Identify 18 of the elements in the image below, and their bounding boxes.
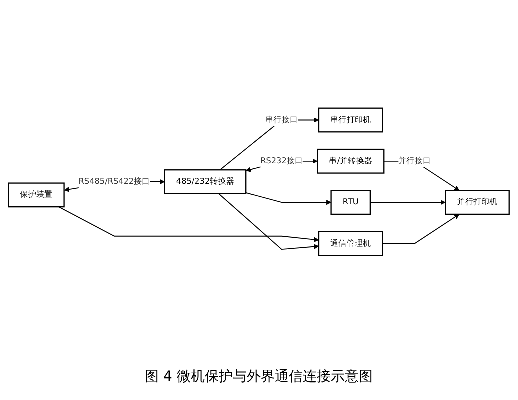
node-box: 并行打印机 — [445, 190, 510, 216]
arrow — [370, 200, 446, 206]
node-box: 通信管理机 — [318, 231, 384, 256]
arrow — [218, 193, 320, 250]
arrow — [382, 214, 460, 244]
arrow — [246, 192, 332, 206]
node-box: 串行打印机 — [318, 108, 384, 133]
node-box: 保护装置 — [8, 182, 65, 208]
edge-label: 串行接口 — [266, 115, 298, 125]
node-box: RTU — [330, 190, 372, 216]
edge-label: 并行接口 — [398, 156, 432, 166]
arrow — [58, 206, 320, 242]
figure-caption: 图 4 微机保护与外界通信连接示意图 — [144, 368, 374, 386]
edge-label: RS485/RS422接口 — [78, 177, 150, 186]
edge-label: RS232接口 — [260, 156, 304, 166]
node-box: 485/232转换器 — [164, 170, 247, 194]
node-box: 串/并转换器 — [317, 148, 385, 174]
arrow — [220, 118, 320, 171]
